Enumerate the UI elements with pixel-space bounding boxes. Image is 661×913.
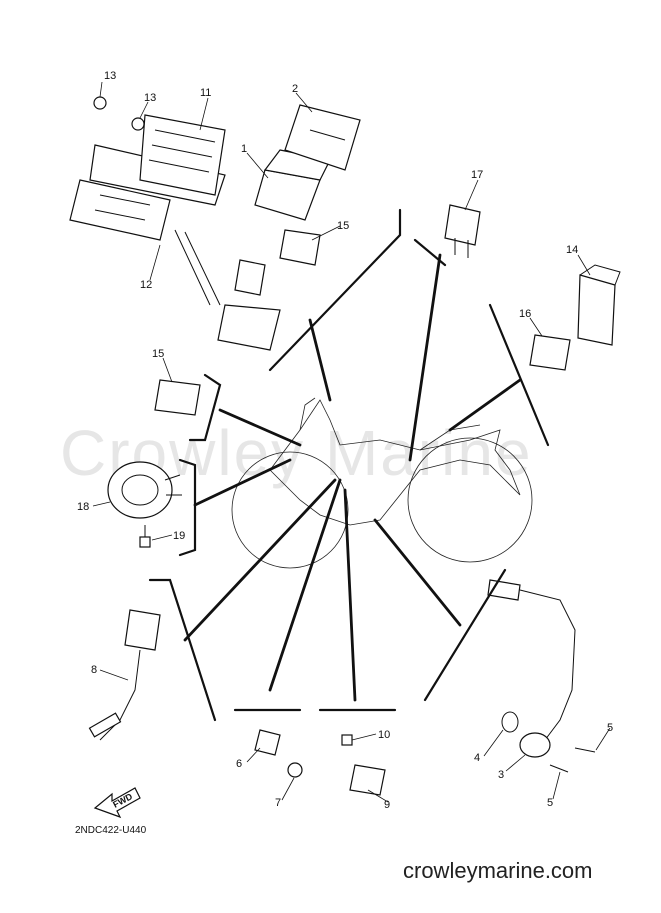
relay-15-top [279, 229, 321, 266]
callout-5b: 5 [547, 797, 553, 809]
ecu-cover [284, 104, 361, 171]
callout-18: 18 [77, 501, 89, 513]
nuts-13 [93, 96, 145, 131]
site-url[interactable]: crowleymarine.com [403, 858, 593, 883]
callout-14: 14 [566, 244, 578, 256]
ecu-bracket-assembly [69, 114, 281, 351]
callout-19: 19 [173, 530, 185, 542]
unit-14 [577, 264, 621, 346]
fwd-arrow-icon: FWD [93, 787, 141, 819]
callout-13a: 13 [104, 70, 116, 82]
sensor-8 [88, 609, 161, 741]
callout-13b: 13 [144, 92, 156, 104]
bolt-19 [139, 525, 151, 548]
callout-15a: 15 [337, 220, 349, 232]
callout-3: 3 [498, 769, 504, 781]
callout-5a: 5 [607, 722, 613, 734]
callout-17: 17 [471, 169, 483, 181]
callout-10: 10 [378, 729, 390, 741]
callout-2: 2 [292, 83, 298, 95]
harness-leads [183, 253, 522, 702]
motorcycle-outline [231, 397, 533, 569]
callout-15b: 15 [152, 348, 164, 360]
callout-8: 8 [91, 664, 97, 676]
callout-numbers: 13 13 11 2 1 15 12 17 14 16 15 18 19 8 6… [77, 70, 613, 811]
callout-7: 7 [275, 797, 281, 809]
callout-11: 11 [200, 87, 211, 99]
switch-6 [254, 729, 303, 778]
diagram-code: 2NDC422-U440 [75, 825, 147, 836]
callout-12: 12 [140, 279, 152, 291]
relay-16 [529, 334, 571, 371]
relay-17 [444, 204, 481, 258]
ecu-unit [254, 149, 331, 221]
callout-brackets [148, 208, 550, 722]
sensor-9 [341, 734, 386, 796]
callout-1: 1 [241, 143, 247, 155]
relay-15-left [154, 379, 201, 416]
leader-lines [92, 81, 611, 803]
callout-16: 16 [519, 308, 531, 320]
callout-6: 6 [236, 758, 242, 770]
sensor-3 [487, 579, 596, 773]
callout-9: 9 [384, 799, 390, 811]
horn-18 [107, 461, 182, 519]
callout-4: 4 [474, 752, 480, 764]
